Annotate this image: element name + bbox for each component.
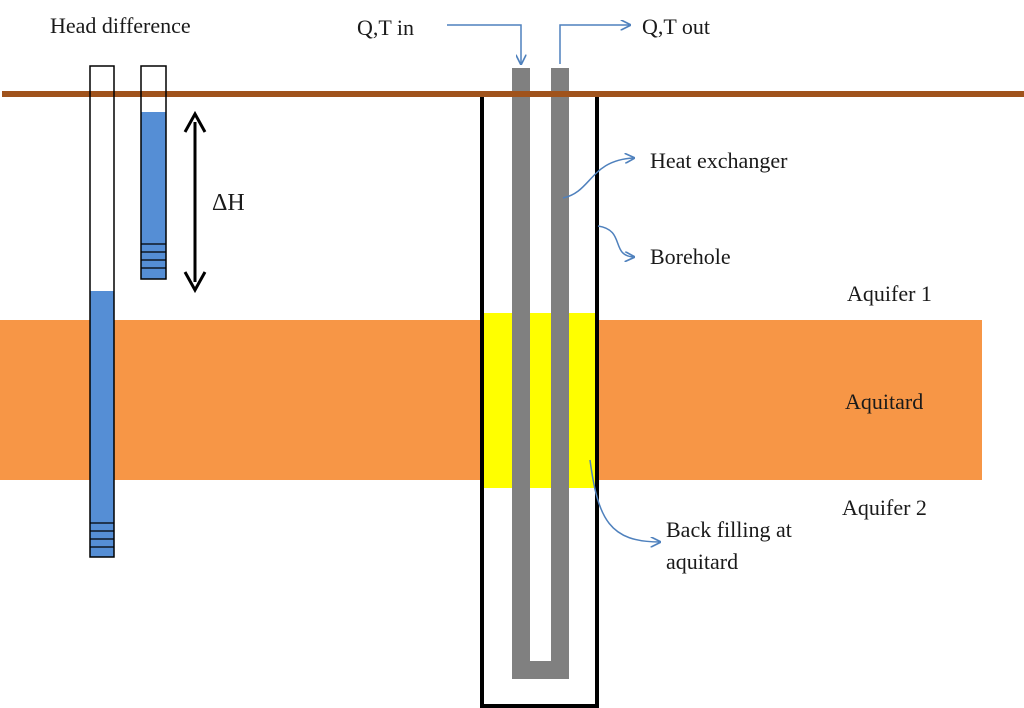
flow-in-label: Q,T in <box>357 15 414 40</box>
piezometer-tube <box>140 65 167 280</box>
flow-out-label: Q,T out <box>642 14 710 39</box>
aquitard-label: Aquitard <box>845 389 923 414</box>
back-filling-label-line-2: aquitard <box>666 549 738 574</box>
head-arrow-icon <box>183 110 207 294</box>
borehole-outline <box>480 96 599 708</box>
piezometer-screen <box>90 522 114 548</box>
heat-exchanger-pipe <box>512 68 569 679</box>
heat-exchanger-label: Heat exchanger <box>650 148 788 173</box>
borehole-label: Borehole <box>650 244 731 269</box>
back-filling-callout-icon <box>589 459 660 542</box>
flow-in-arrow-icon <box>447 24 521 64</box>
flow-out-arrow-icon <box>559 25 630 64</box>
piezometer-screen <box>141 243 166 269</box>
heat-exchanger-callout-icon <box>562 158 634 199</box>
piezometer-water-column <box>90 291 114 557</box>
aquifer-2-label: Aquifer 2 <box>842 495 927 520</box>
borehole-callout-icon <box>597 225 634 257</box>
piezometer-aquifer-2 <box>89 65 115 558</box>
piezometer-tube <box>89 65 115 558</box>
head-difference-label: Head difference <box>50 13 191 38</box>
piezometer-aquifer-1 <box>140 65 167 280</box>
back-filling-label-line-1: Back filling at <box>666 517 792 542</box>
aquifer-1-label: Aquifer 1 <box>847 281 932 306</box>
delta-h-label: ΔH <box>212 190 245 216</box>
back-filling-region <box>484 313 595 488</box>
piezometer-water-column <box>141 112 166 279</box>
